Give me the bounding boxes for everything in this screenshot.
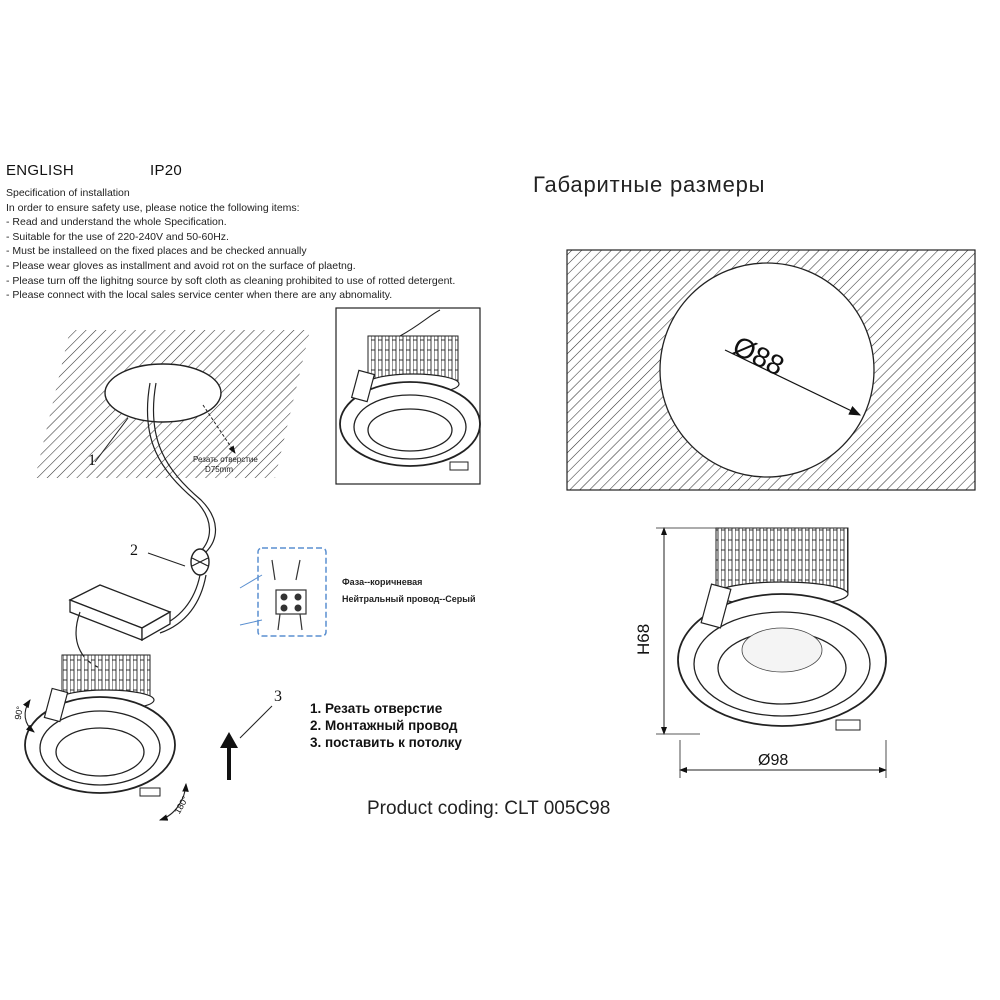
wiring-diagram bbox=[239, 547, 327, 637]
fixture-install-view bbox=[24, 654, 176, 797]
step-item: 2. Монтажный провод bbox=[310, 718, 458, 733]
fixture-detail-box bbox=[335, 307, 481, 485]
specification-block: Specification of installation In order t… bbox=[6, 186, 455, 303]
spec-item: - Must be installeed on the fixed places… bbox=[6, 245, 307, 258]
spec-item: - Please turn off the lighitng source by… bbox=[6, 274, 456, 287]
outer-diameter-label: Ø98 bbox=[758, 752, 789, 769]
cutout-label: Резать отверстие D75mm bbox=[193, 455, 258, 474]
power-cable bbox=[146, 382, 211, 553]
product-coding: Product coding: CLT 005C98 bbox=[367, 798, 611, 819]
spec-intro: In order to ensure safety use, please no… bbox=[6, 201, 300, 214]
step-item: 1. Резать отверстие bbox=[310, 701, 443, 716]
neutral-label: Нейтральный провод--Серый bbox=[342, 594, 476, 604]
step-item: 3. поставить к потолку bbox=[310, 735, 462, 750]
ip-rating: IP20 bbox=[150, 162, 183, 179]
driver-box bbox=[68, 584, 172, 642]
spec-title: Specification of installation bbox=[6, 187, 130, 199]
callout-1: 1 bbox=[88, 452, 96, 469]
wire-connector bbox=[190, 548, 210, 576]
dimensions-title: Габаритные размеры bbox=[533, 172, 766, 197]
callout-3: 3 bbox=[274, 688, 282, 705]
push-up-arrow-icon bbox=[220, 732, 238, 748]
spec-item: - Read and understand the whole Specific… bbox=[6, 216, 227, 229]
spec-item: - Please wear gloves as installment and … bbox=[6, 259, 356, 272]
phase-label: Фаза--коричневая bbox=[342, 577, 423, 587]
spec-item: - Suitable for the use of 220-240V and 5… bbox=[6, 230, 229, 243]
ceiling-hatch-panel bbox=[35, 330, 310, 478]
wiring-labels: Фаза--коричневая Нейтральный провод--Сер… bbox=[342, 574, 476, 608]
cutout-dimension-panel bbox=[566, 249, 976, 491]
language-label: ENGLISH bbox=[6, 162, 74, 179]
callout-2: 2 bbox=[130, 542, 138, 559]
fixture-dimension-view bbox=[677, 527, 887, 731]
spec-item: - Please connect with the local sales se… bbox=[6, 289, 393, 302]
install-steps: 1. Резать отверстие 2. Монтажный провод … bbox=[310, 700, 462, 751]
height-label: H68 bbox=[634, 623, 653, 655]
